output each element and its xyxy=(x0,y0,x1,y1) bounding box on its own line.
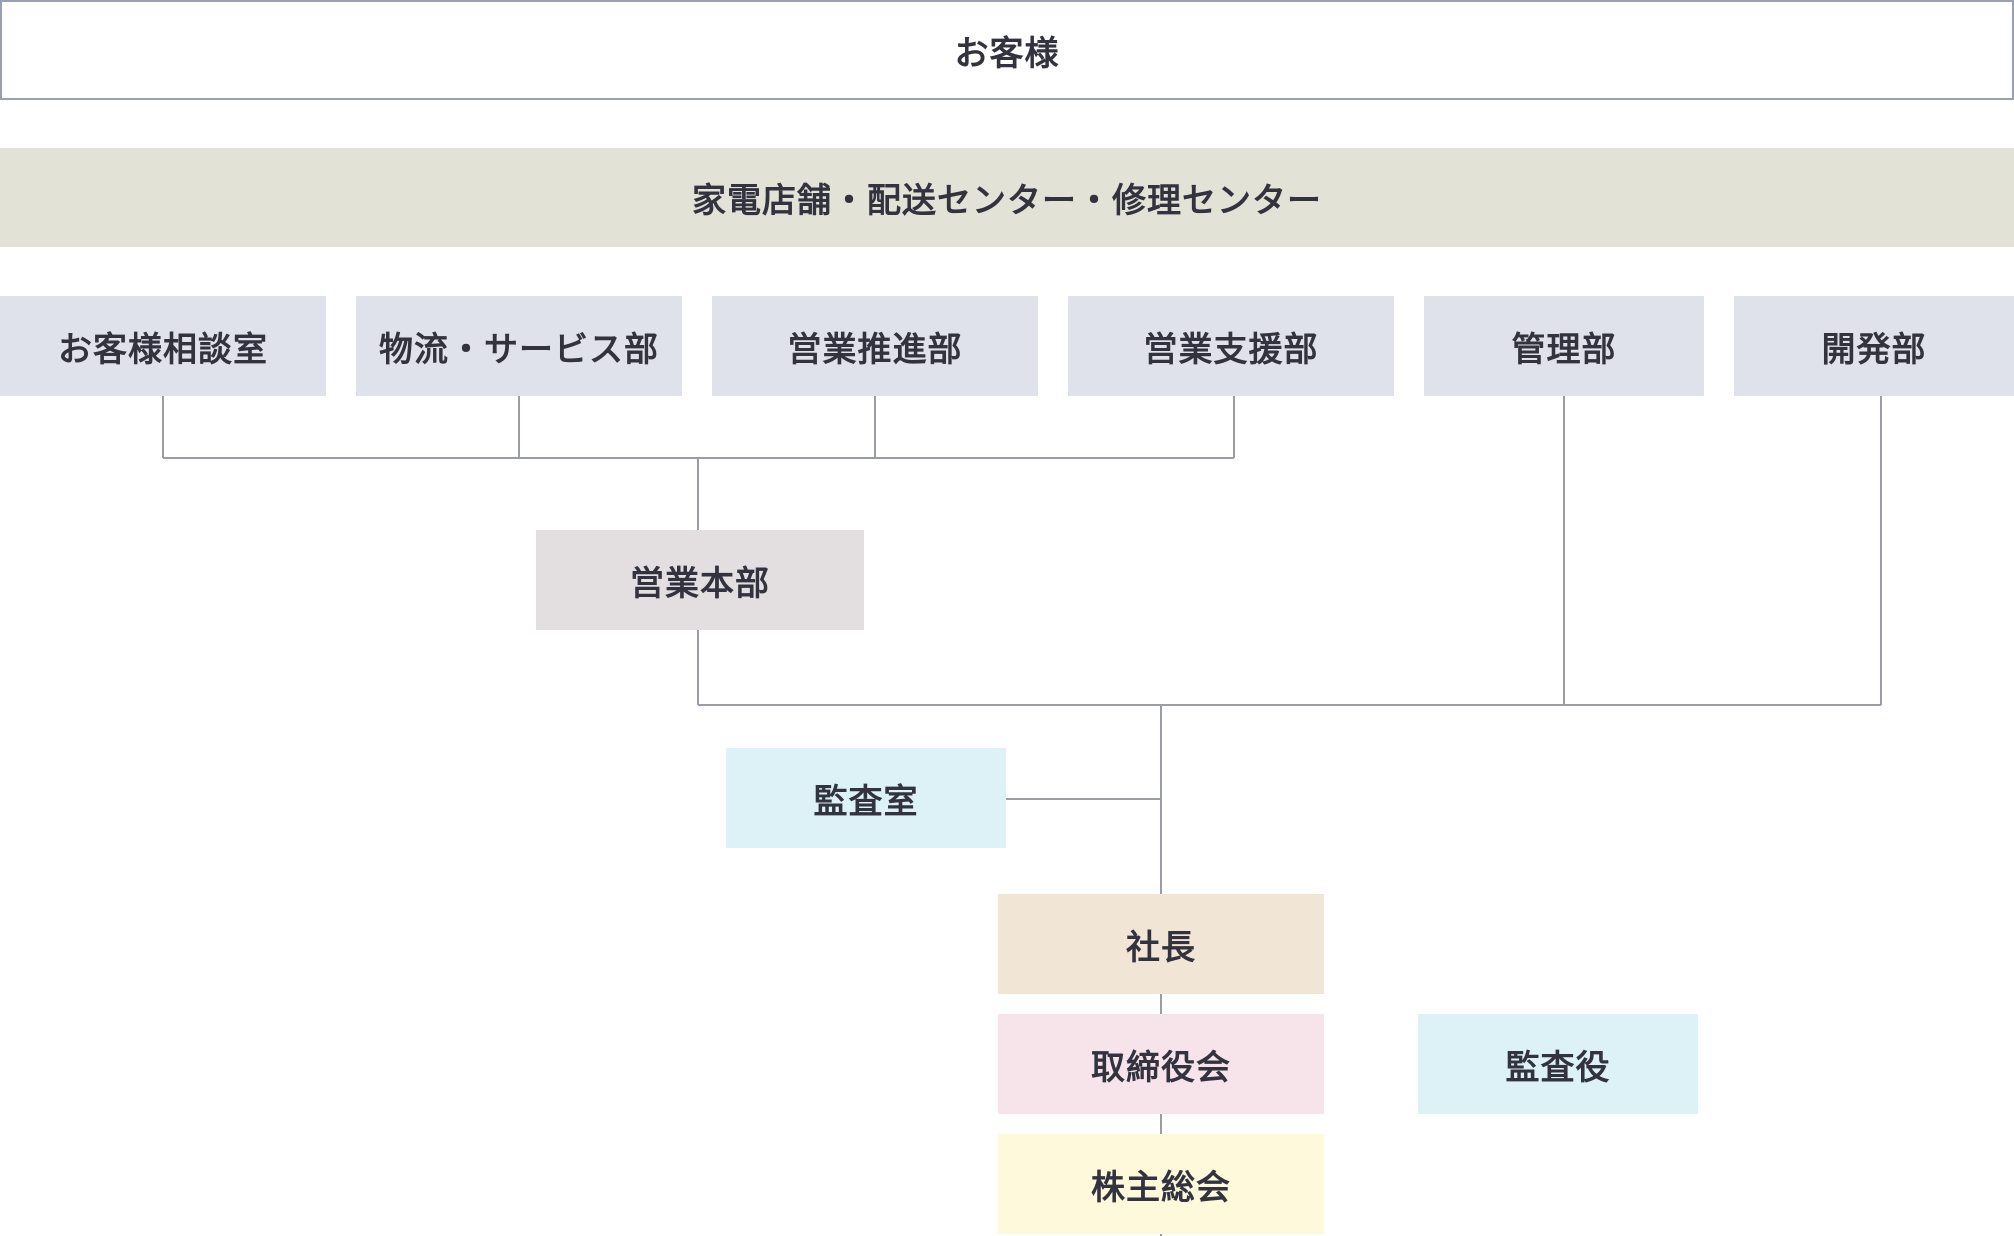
dept-label: 営業推進部 xyxy=(787,329,963,370)
dept-box-sales-support: 営業支援部 xyxy=(1068,296,1394,396)
shareholders-box: 株主総会 xyxy=(998,1134,1324,1234)
president-box: 社長 xyxy=(998,894,1324,994)
dept-label: 管理部 xyxy=(1511,329,1617,370)
customer-box: お客様 xyxy=(0,0,2014,100)
dept-box-development: 開発部 xyxy=(1734,296,2014,396)
dept-label: 営業支援部 xyxy=(1143,329,1319,370)
stores-label: 家電店舗・配送センター・修理センター xyxy=(692,181,1322,221)
shareholders-label: 株主総会 xyxy=(1091,1167,1231,1208)
dept-box-customer-consultation: お客様相談室 xyxy=(0,296,326,396)
dept-label: 物流・サービス部 xyxy=(379,329,659,370)
dept-label: 開発部 xyxy=(1821,329,1927,370)
dept-box-administration: 管理部 xyxy=(1424,296,1704,396)
board-box: 取締役会 xyxy=(998,1014,1324,1114)
audit-room-label: 監査室 xyxy=(813,781,919,822)
auditor-label: 監査役 xyxy=(1505,1047,1611,1088)
board-label: 取締役会 xyxy=(1091,1047,1231,1088)
dept-box-sales-promotion: 営業推進部 xyxy=(712,296,1038,396)
president-label: 社長 xyxy=(1126,927,1196,968)
sales-hq-box: 営業本部 xyxy=(536,530,864,630)
stores-box: 家電店舗・配送センター・修理センター xyxy=(0,148,2014,247)
auditor-box: 監査役 xyxy=(1418,1014,1698,1114)
dept-label: お客様相談室 xyxy=(58,329,268,370)
customer-label: お客様 xyxy=(954,33,1060,74)
audit-room-box: 監査室 xyxy=(726,748,1006,848)
dept-box-logistics-service: 物流・サービス部 xyxy=(356,296,682,396)
sales-hq-label: 営業本部 xyxy=(630,563,770,604)
